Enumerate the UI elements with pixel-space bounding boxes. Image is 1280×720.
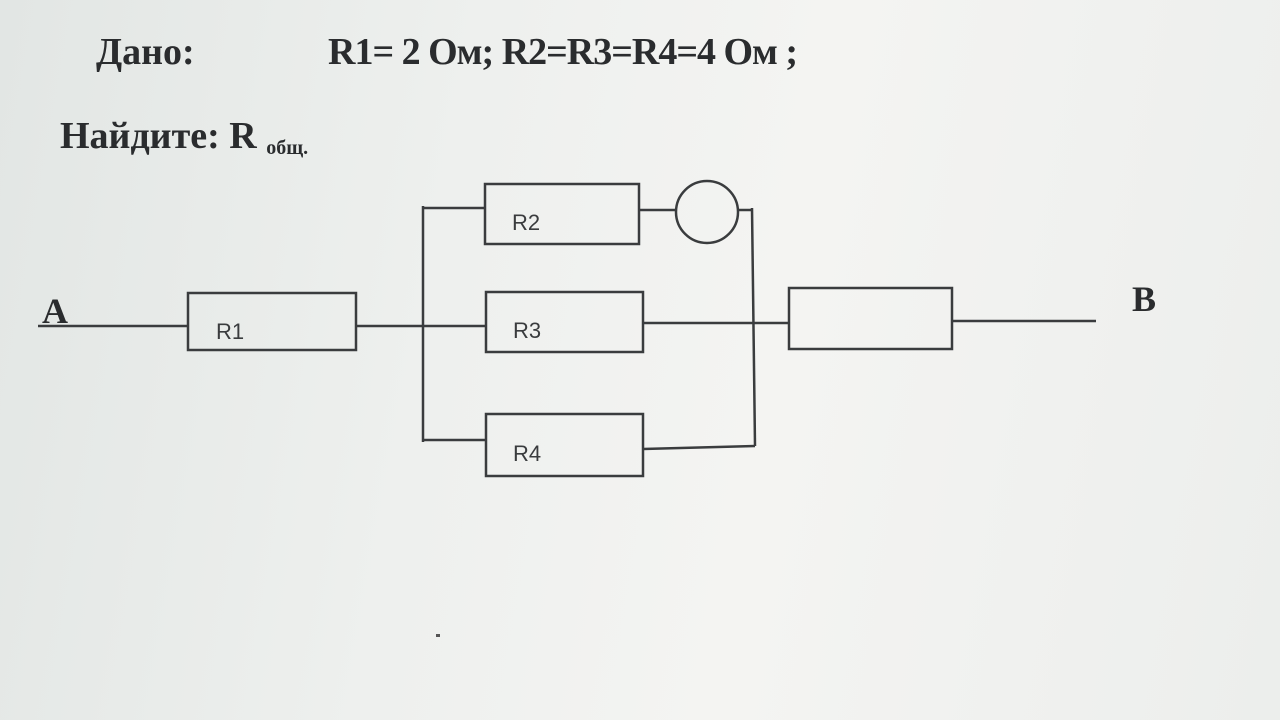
resistor-r3-label: R3 — [513, 318, 541, 343]
given-label: Дано: — [96, 31, 195, 73]
resistor-r4 — [484, 412, 645, 478]
resistor-r2-label: R2 — [512, 210, 540, 235]
resistor-r3 — [484, 290, 645, 354]
resistor-r2 — [483, 182, 641, 246]
find-subscript: общ. — [266, 137, 309, 159]
wire-r4-bus — [642, 444, 756, 451]
resistor-r1-label: R1 — [216, 319, 244, 344]
right-bus — [750, 207, 757, 447]
resistor-r4-label: R4 — [513, 441, 541, 466]
resistor-r5 — [787, 286, 954, 351]
given-values: R1= 2 Ом; R2=R3=R4=4 Ом ; — [328, 31, 798, 73]
terminal-a-label: A — [42, 291, 68, 331]
terminal-b-label: B — [1132, 279, 1157, 319]
lamp-icon — [674, 179, 740, 245]
find-label: Найдите: R — [60, 115, 257, 157]
stray-mark — [436, 634, 440, 637]
find-statement: Найдите: R общ. — [60, 114, 308, 160]
resistor-r1 — [186, 291, 358, 352]
